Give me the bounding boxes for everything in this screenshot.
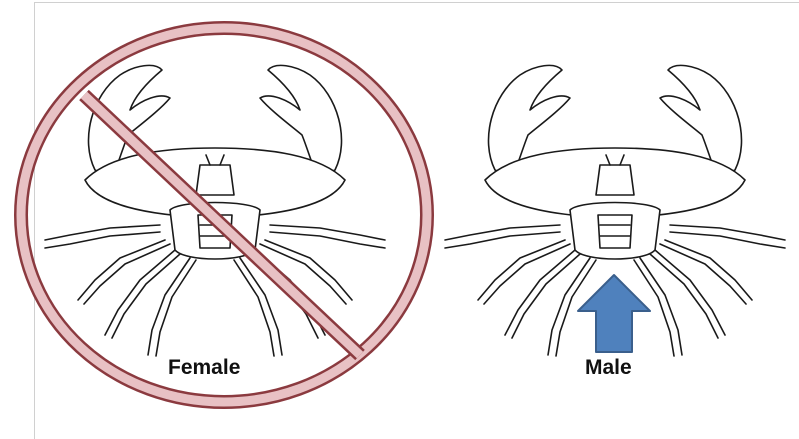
male-label: Male	[585, 356, 632, 380]
female-label: Female	[168, 356, 240, 380]
up-arrow-icon	[578, 275, 650, 352]
